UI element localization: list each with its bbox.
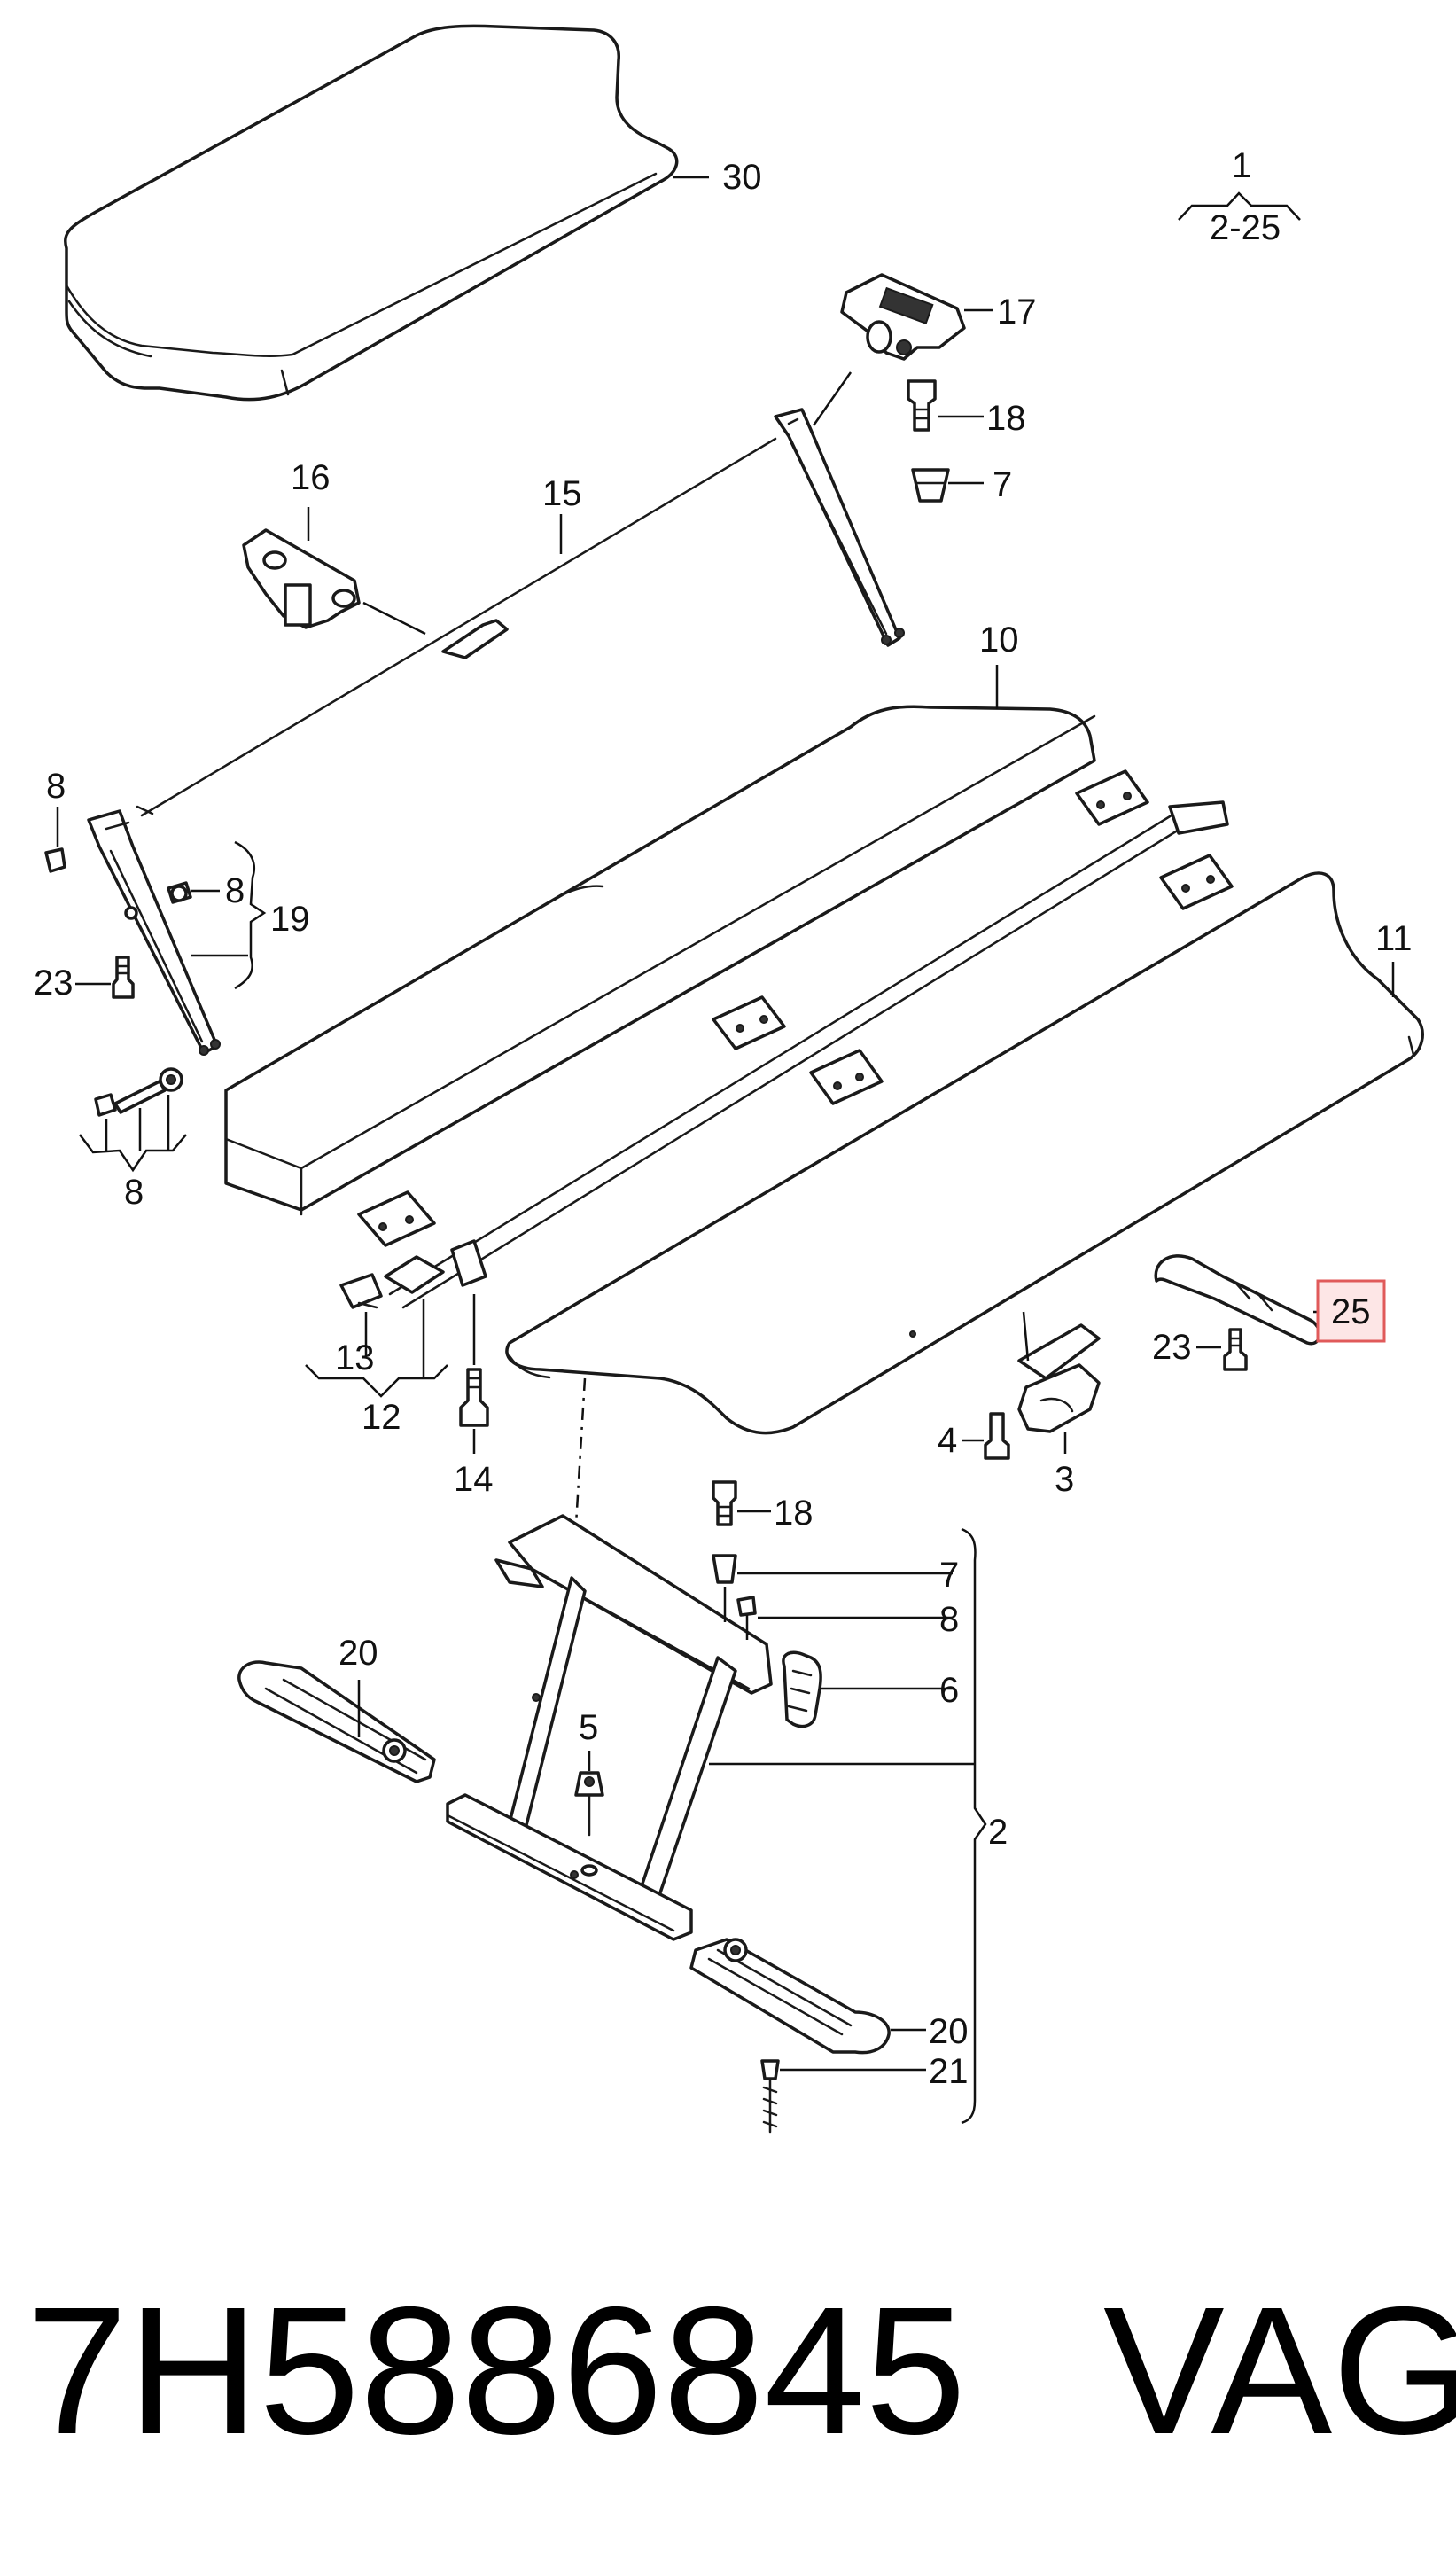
part-3-latch bbox=[1017, 1311, 1101, 1433]
part-23-bolt-left bbox=[112, 956, 135, 999]
callout-25: 25 bbox=[1331, 1292, 1371, 1331]
part-21-screw bbox=[760, 2059, 780, 2134]
part-4-bolt bbox=[984, 1412, 1010, 1460]
part-7-clip-upper bbox=[911, 468, 950, 503]
part-6-stop bbox=[782, 1650, 822, 1728]
part-15-rod bbox=[136, 437, 777, 817]
footer-caption: 7H5886845 VAG bbox=[27, 2265, 1456, 2477]
part-8-cap-b bbox=[167, 881, 192, 904]
part-10-shelf-panel bbox=[224, 705, 1096, 1216]
callout-17: 17 bbox=[997, 293, 1037, 332]
callout-8: 8 bbox=[939, 1600, 959, 1639]
callout-11: 11 bbox=[1375, 919, 1413, 958]
callout-2-25: 2-25 bbox=[1210, 208, 1281, 247]
callout-2: 2 bbox=[988, 1813, 1008, 1852]
part-23-bolt-right bbox=[1223, 1328, 1248, 1371]
part-8-cap-d bbox=[736, 1596, 757, 1640]
part-20-rail-right bbox=[689, 1938, 891, 2055]
callout-1: 1 bbox=[1232, 146, 1251, 185]
callout-5: 5 bbox=[579, 1708, 598, 1747]
callout-19: 19 bbox=[270, 900, 310, 939]
callout-7: 7 bbox=[939, 1556, 959, 1595]
centerline bbox=[574, 1377, 587, 1525]
part-5-screw bbox=[574, 1771, 604, 1877]
part-7-clip-lower bbox=[712, 1554, 737, 1622]
callout-14: 14 bbox=[454, 1460, 494, 1499]
callout-15: 15 bbox=[542, 474, 582, 513]
part-19-strut-left bbox=[87, 809, 221, 1056]
callout-25-highlight bbox=[1316, 1279, 1386, 1343]
part-11-shelf-panel bbox=[505, 871, 1424, 1435]
callout-12: 12 bbox=[362, 1398, 401, 1437]
leader-15b bbox=[362, 601, 426, 636]
bracket-2 bbox=[961, 1527, 987, 2125]
part-13-end-cap bbox=[339, 1273, 383, 1309]
callout-30: 30 bbox=[722, 158, 762, 197]
bracket-8c bbox=[79, 1095, 187, 1173]
part-18-bolt-upper bbox=[907, 379, 937, 432]
callout-6: 6 bbox=[939, 1671, 959, 1710]
callout-20: 20 bbox=[929, 2012, 969, 2051]
brand-name: VAG bbox=[1103, 2269, 1456, 2472]
callout-labels: 30 1 2-25 17 18 7 16 15 10 11 8 8 19 23 … bbox=[34, 146, 1413, 2091]
bracket-12-13 bbox=[305, 1299, 448, 1398]
group-bracket-1 bbox=[1178, 191, 1301, 221]
callout-16: 16 bbox=[291, 458, 331, 497]
callout-8: 8 bbox=[225, 871, 245, 910]
callout-8: 8 bbox=[46, 767, 66, 806]
part-18-bolt-lower bbox=[712, 1480, 737, 1526]
strut-upper-right bbox=[774, 408, 905, 647]
callout-23: 23 bbox=[34, 964, 74, 1003]
rail-assembly bbox=[357, 769, 1234, 1309]
callout-10: 10 bbox=[979, 620, 1019, 659]
part-14-bolt bbox=[459, 1368, 489, 1427]
callout-13: 13 bbox=[335, 1338, 375, 1377]
part-17-bracket bbox=[840, 273, 966, 361]
callout-18: 18 bbox=[986, 399, 1026, 438]
part-8-caps-c bbox=[94, 1067, 183, 1117]
callout-8: 8 bbox=[124, 1173, 144, 1212]
callout-20: 20 bbox=[339, 1634, 378, 1673]
part-number: 7H5886845 bbox=[27, 2269, 967, 2472]
part-16-hinge-mount bbox=[242, 528, 361, 629]
bracket-19 bbox=[234, 840, 267, 990]
callout-7: 7 bbox=[993, 465, 1012, 504]
part-2-frame bbox=[446, 1514, 773, 1941]
callout-4: 4 bbox=[938, 1421, 957, 1460]
leader-17-strut bbox=[812, 371, 853, 426]
callout-3: 3 bbox=[1055, 1460, 1074, 1499]
part-8-cap-a bbox=[44, 847, 66, 873]
callout-23: 23 bbox=[1152, 1328, 1192, 1367]
callout-21: 21 bbox=[929, 2052, 969, 2091]
part-20-rail-left bbox=[237, 1660, 436, 1783]
callout-18: 18 bbox=[774, 1494, 814, 1533]
part-30-panel bbox=[64, 24, 679, 402]
